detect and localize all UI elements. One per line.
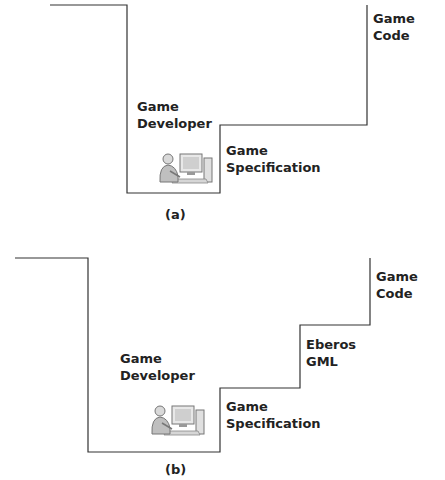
step-outline xyxy=(50,5,367,193)
step-label: Game Developer xyxy=(120,350,195,384)
step-outline xyxy=(15,258,370,452)
developer-icon xyxy=(160,154,212,183)
figure-tag: (a) xyxy=(165,206,186,223)
step-label: Game Specification xyxy=(226,398,321,432)
step-label: Game Specification xyxy=(226,142,321,176)
step-label: Game Code xyxy=(373,10,415,44)
developer-icon xyxy=(152,406,204,435)
step-label: Eberos GML xyxy=(306,336,356,370)
figure-tag: (b) xyxy=(165,461,186,478)
step-label: Game Developer xyxy=(137,98,212,132)
step-label: Game Code xyxy=(376,268,418,302)
